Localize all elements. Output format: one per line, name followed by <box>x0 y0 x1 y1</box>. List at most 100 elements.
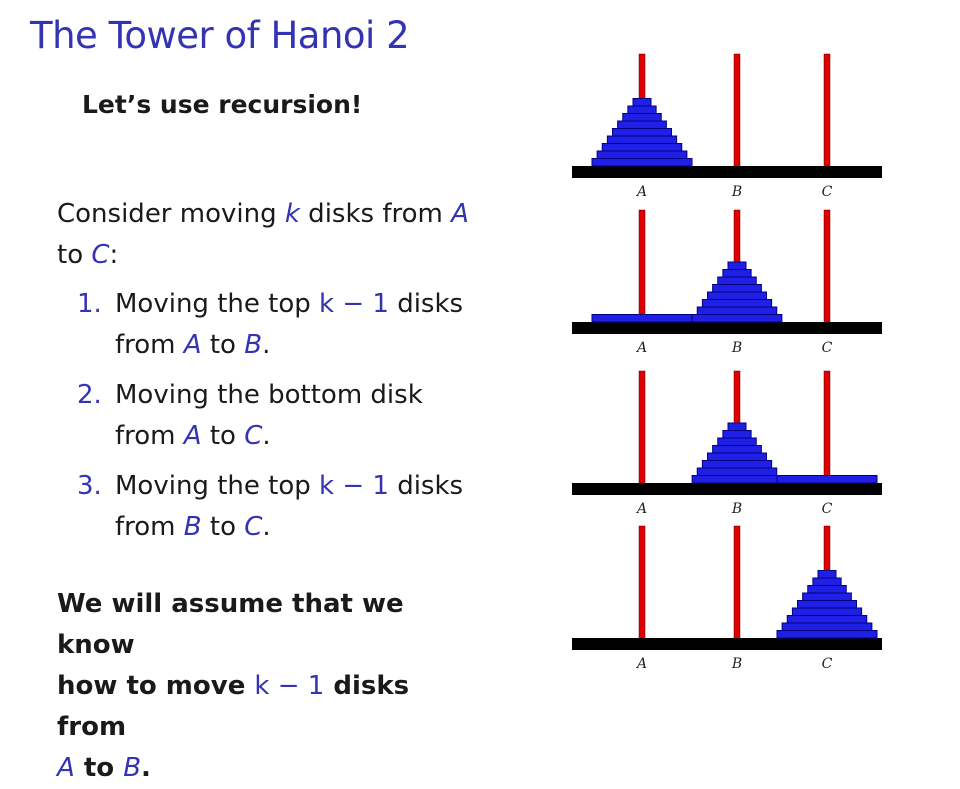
step-text: from <box>115 330 184 360</box>
step-text: . <box>262 421 271 451</box>
var-peg: C <box>244 421 263 451</box>
peg-label: C <box>822 501 833 517</box>
peg-label: B <box>731 340 742 356</box>
peg <box>823 209 831 325</box>
tower-base <box>572 483 882 495</box>
disk <box>812 577 842 586</box>
peg-label: A <box>635 184 647 200</box>
disk <box>591 314 693 323</box>
disk <box>797 600 857 609</box>
disk <box>691 314 783 323</box>
disk <box>627 105 657 114</box>
conclusion-text: We will assume that we know <box>57 589 404 660</box>
disk <box>727 422 747 431</box>
peg <box>823 53 831 169</box>
disk <box>691 475 783 484</box>
disk <box>617 120 667 129</box>
intro-text: Consider moving <box>57 199 285 229</box>
step-number: 2. <box>77 380 102 410</box>
disk <box>596 150 688 159</box>
slide-subtitle: Let’s use recursion! <box>82 90 363 119</box>
disk <box>696 467 778 476</box>
math-expr: k − 1 <box>254 671 325 701</box>
disk <box>727 261 747 270</box>
disk <box>707 291 767 300</box>
disk <box>776 475 878 484</box>
peg-label: B <box>731 184 742 200</box>
peg <box>733 525 741 641</box>
step-text: from <box>115 512 184 542</box>
peg-label: C <box>822 184 833 200</box>
var-peg: A <box>183 421 202 451</box>
step-number: 3. <box>77 471 102 501</box>
var-peg: C <box>91 240 110 270</box>
peg <box>638 370 646 486</box>
step-text: disks <box>388 471 464 501</box>
disk <box>696 306 778 315</box>
peg-label: C <box>822 656 833 672</box>
conclusion-text: to <box>74 753 124 783</box>
step-item: 2. Moving the bottom disk from A to C. <box>57 375 477 457</box>
peg <box>823 370 831 486</box>
disk <box>622 113 662 122</box>
var-peg: B <box>123 753 142 783</box>
math-expr: k − 1 <box>319 471 389 501</box>
step-list: 1. Moving the top k − 1 disks from A to B… <box>57 284 477 557</box>
conclusion-paragraph: We will assume that we know how to move k… <box>57 584 477 789</box>
step-text: disks <box>388 289 464 319</box>
var-peg: A <box>451 199 469 229</box>
step-number: 1. <box>77 289 102 319</box>
var-peg: A <box>183 330 202 360</box>
disk <box>807 585 847 594</box>
disk <box>722 430 752 439</box>
peg-label: B <box>731 656 742 672</box>
peg-label: A <box>635 656 647 672</box>
disk <box>632 98 652 107</box>
step-text: . <box>262 330 271 360</box>
var-k: k <box>284 199 300 229</box>
disk <box>712 445 762 454</box>
tower-base <box>572 638 882 650</box>
step-text: to <box>201 421 245 451</box>
disk <box>786 615 868 624</box>
disk <box>776 630 878 639</box>
disk <box>707 452 767 461</box>
peg <box>638 525 646 641</box>
disk <box>712 284 762 293</box>
disk <box>717 437 757 446</box>
disk <box>591 158 693 167</box>
peg-label: B <box>731 501 742 517</box>
intro-text: disks from <box>299 199 452 229</box>
step-text: . <box>262 512 271 542</box>
conclusion-text: how to move <box>57 671 255 701</box>
disk <box>781 622 873 631</box>
step-text: Moving the top <box>115 289 320 319</box>
disk <box>612 128 672 137</box>
step-text: to <box>201 330 245 360</box>
disk <box>606 135 678 144</box>
disk <box>817 570 837 579</box>
disk <box>791 607 863 616</box>
peg-label: A <box>635 501 647 517</box>
intro-text: to <box>57 240 92 270</box>
disk <box>701 299 773 308</box>
var-peg: B <box>244 330 263 360</box>
disk <box>802 592 852 601</box>
var-peg: A <box>57 753 75 783</box>
var-peg: C <box>244 512 263 542</box>
var-peg: B <box>183 512 202 542</box>
slide-title: The Tower of Hanoi 2 <box>30 14 410 57</box>
step-text: Moving the top <box>115 471 320 501</box>
peg <box>638 209 646 325</box>
tower-base <box>572 322 882 334</box>
peg-label: C <box>822 340 833 356</box>
disk <box>701 460 773 469</box>
step-text: Moving the bottom disk <box>115 380 423 410</box>
intro-text: : <box>109 240 119 270</box>
disk <box>601 143 683 152</box>
step-text: from <box>115 421 184 451</box>
disk <box>717 276 757 285</box>
